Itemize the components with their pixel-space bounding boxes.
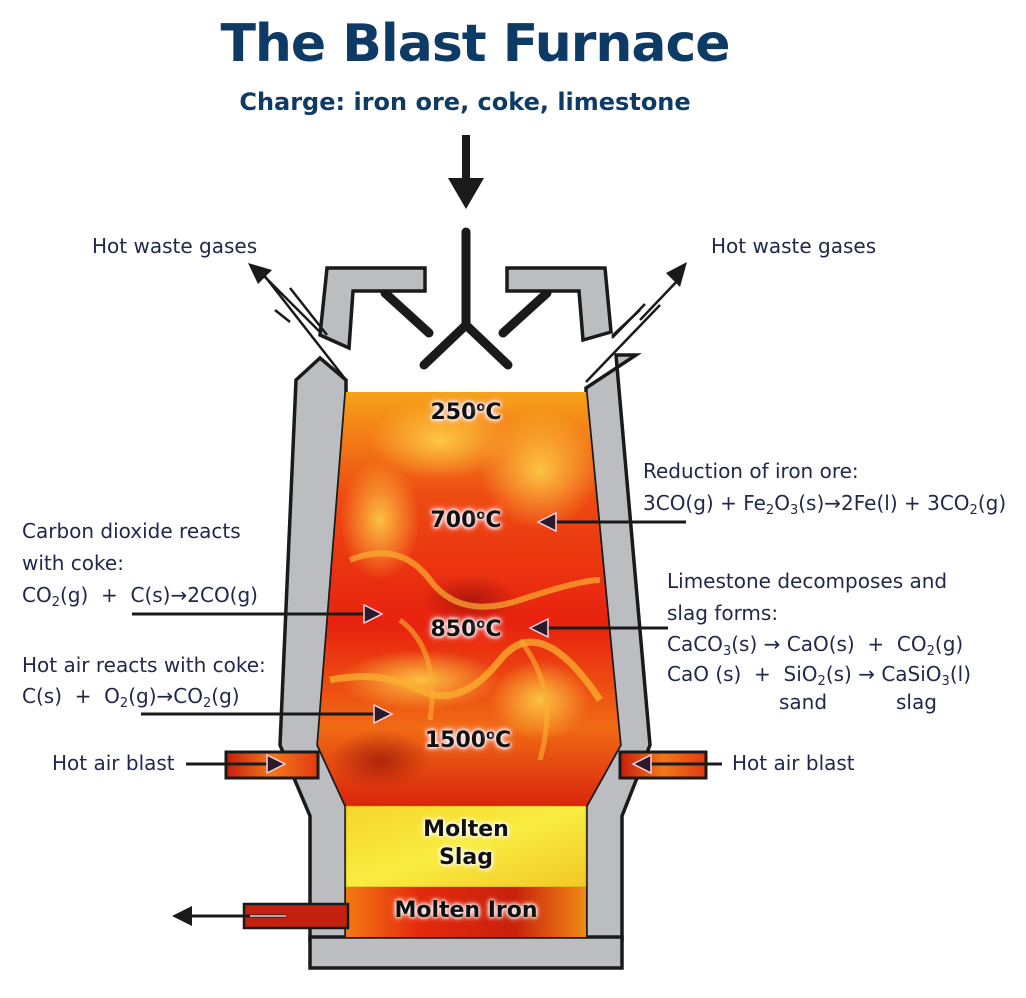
hot-air-heading: Hot air reacts with coke: (22, 653, 266, 677)
reaction-arrow-icon: → (763, 632, 781, 656)
iron-outflow-arrow-icon (172, 906, 286, 926)
reduction-pointer-arrow-icon (536, 511, 686, 533)
temperature-unit: C (495, 728, 512, 753)
reaction-arrow-icon: → (156, 684, 174, 708)
equation-text: (g) + C(s) (60, 583, 171, 607)
molten-slag-label-line2: Slag (439, 845, 493, 870)
furnace-wall (278, 266, 652, 970)
waste-gas-arrow-left-icon (248, 263, 321, 333)
equation-text: (s) (731, 632, 764, 656)
waste-gas-duct-left (259, 269, 347, 381)
limestone-equation-2: CaO (s) + SiO2(s) → CaSiO3(l) (667, 660, 971, 688)
temperature-unit: C (485, 400, 502, 425)
reaction-arrow-icon: → (824, 491, 842, 515)
subscript: 2 (119, 696, 129, 711)
subscript: 3 (789, 503, 799, 518)
molten-slag-label: Molten Slag (346, 816, 586, 872)
subscript: 3 (722, 644, 732, 659)
temperature-unit: C (485, 508, 502, 533)
limestone-pointer-arrow-icon (528, 617, 668, 639)
equation-text: (s) (798, 491, 825, 515)
degree-symbol: o (476, 508, 486, 523)
air-blast-arrow-left-icon (186, 753, 287, 775)
molten-slag-layer (345, 805, 587, 888)
limestone-heading-line2: slag forms: (667, 601, 779, 625)
equation-text: O (774, 491, 790, 515)
co2-coke-pointer-arrow-icon (132, 603, 384, 625)
equation-text: CO (173, 684, 203, 708)
equation-text: CO (22, 583, 52, 607)
equation-text: (g) (128, 684, 157, 708)
subscript: 2 (926, 644, 935, 659)
temperature-value: 850 (430, 617, 477, 642)
temperature-850: 850oC (416, 617, 516, 642)
waste-gases-label-right: Hot waste gases (711, 234, 877, 258)
equation-text: (g) (211, 684, 240, 708)
equation-text: 2CO(g) (187, 583, 258, 607)
charge-distributor (380, 227, 552, 370)
sand-label: sand (779, 690, 828, 714)
molten-iron-layer (346, 887, 586, 937)
limestone-equation-1: CaCO3(s) → CaO(s) + CO2(g) (667, 630, 963, 658)
co2-coke-heading-line2: with coke: (22, 551, 124, 575)
equation-text: CaCO (667, 632, 723, 656)
equation-text: (g) (977, 491, 1007, 515)
subscript: 2 (817, 674, 826, 689)
temperature-value: 250 (430, 400, 477, 425)
reduction-equation: 3CO(g) + Fe2O3(s)→2Fe(l) + 3CO2(g) (643, 489, 1006, 517)
equation-text: (g) (934, 632, 964, 656)
temperature-value: 700 (430, 508, 477, 533)
charge-label: Charge: iron ore, coke, limestone (239, 88, 691, 116)
reaction-arrow-icon: → (858, 662, 875, 686)
subscript: 2 (765, 503, 775, 518)
co2-coke-equation: CO2(g) + C(s)→2CO(g) (22, 581, 258, 609)
limestone-heading-line1: Limestone decomposes and (667, 569, 948, 593)
temperature-1500: 1500oC (411, 728, 525, 753)
equation-text: C(s) + O (22, 684, 120, 708)
equation-text: CaSiO (874, 662, 942, 686)
equation-text: 2Fe(l) + 3CO (841, 491, 970, 515)
charge-arrow-icon (448, 135, 484, 209)
degree-symbol: o (476, 400, 486, 415)
equation-text: CaO(s) + CO (780, 632, 927, 656)
equation-text: 3CO(g) + Fe (643, 491, 766, 515)
subscript: 2 (969, 503, 978, 518)
reduction-heading: Reduction of iron ore: (643, 459, 859, 483)
air-blast-arrow-right-icon (631, 753, 722, 775)
waste-gases-label-left: Hot waste gases (92, 234, 258, 258)
subscript: 2 (203, 696, 212, 711)
slag-label: slag (896, 690, 937, 714)
equation-text: CaO (s) + SiO (667, 662, 818, 686)
hot-air-pointer-arrow-icon (141, 703, 394, 725)
waste-gas-duct-right (585, 303, 661, 383)
reaction-arrow-icon: → (170, 583, 188, 607)
co2-coke-heading-line1: Carbon dioxide reacts (22, 519, 241, 543)
air-blast-label-left: Hot air blast (52, 751, 175, 775)
hot-air-equation: C(s) + O2(g)→CO2(g) (22, 682, 240, 710)
furnace-burden (318, 392, 620, 806)
iron-tap-pipe (242, 902, 350, 930)
air-blast-label-right: Hot air blast (732, 751, 855, 775)
degree-symbol: o (486, 728, 495, 743)
temperature-value: 1500 (424, 728, 487, 753)
waste-gas-arrow-right-icon (639, 262, 687, 321)
temperature-700: 700oC (416, 508, 516, 533)
molten-iron-label: Molten Iron (394, 898, 538, 923)
molten-slag-label-line1: Molten (423, 817, 509, 842)
subscript: 2 (51, 595, 60, 610)
subscript: 3 (941, 674, 950, 689)
diagram-title: The Blast Furnace (220, 14, 730, 74)
temperature-250: 250oC (416, 400, 516, 425)
equation-text: (s) (825, 662, 859, 686)
equation-text: (l) (949, 662, 971, 686)
degree-symbol: o (476, 617, 486, 632)
temperature-unit: C (485, 617, 502, 642)
